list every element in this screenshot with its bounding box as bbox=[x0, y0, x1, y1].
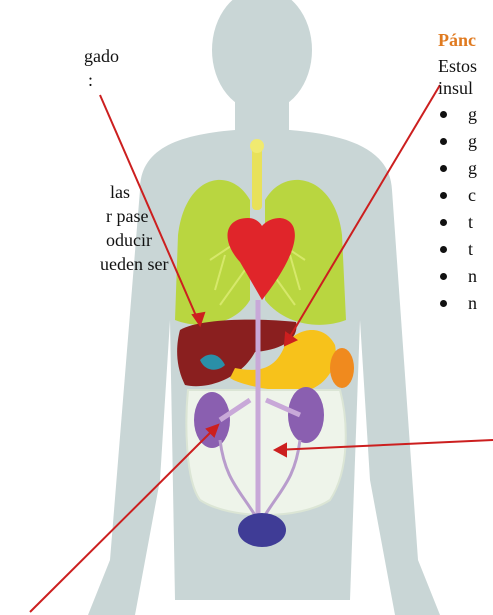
left-text-line-4: r pase bbox=[106, 204, 148, 228]
bullet-item: t bbox=[438, 210, 477, 237]
right-text-line-1: Estos bbox=[438, 54, 477, 78]
bullet-item: n bbox=[438, 264, 477, 291]
left-text-line-6: ueden ser bbox=[100, 252, 168, 276]
kidney-right bbox=[288, 387, 324, 443]
right-text-line-2: insul bbox=[438, 76, 473, 100]
left-text-line-3: las bbox=[110, 180, 130, 204]
kidney-left bbox=[194, 392, 230, 448]
bullet-item: g bbox=[438, 129, 477, 156]
bullet-item: g bbox=[438, 156, 477, 183]
bullet-item: g bbox=[438, 102, 477, 129]
left-text-line-1: gado bbox=[84, 44, 119, 68]
left-text-line-2: : bbox=[88, 68, 93, 92]
bullet-item: n bbox=[438, 291, 477, 318]
bullet-item: c bbox=[438, 183, 477, 210]
bullet-item: t bbox=[438, 237, 477, 264]
left-text-line-5: oducir bbox=[106, 228, 152, 252]
right-bullet-list: g g g c t t n n bbox=[438, 102, 477, 318]
pancreas-heading: Pánc bbox=[438, 30, 476, 51]
bladder bbox=[238, 513, 286, 547]
